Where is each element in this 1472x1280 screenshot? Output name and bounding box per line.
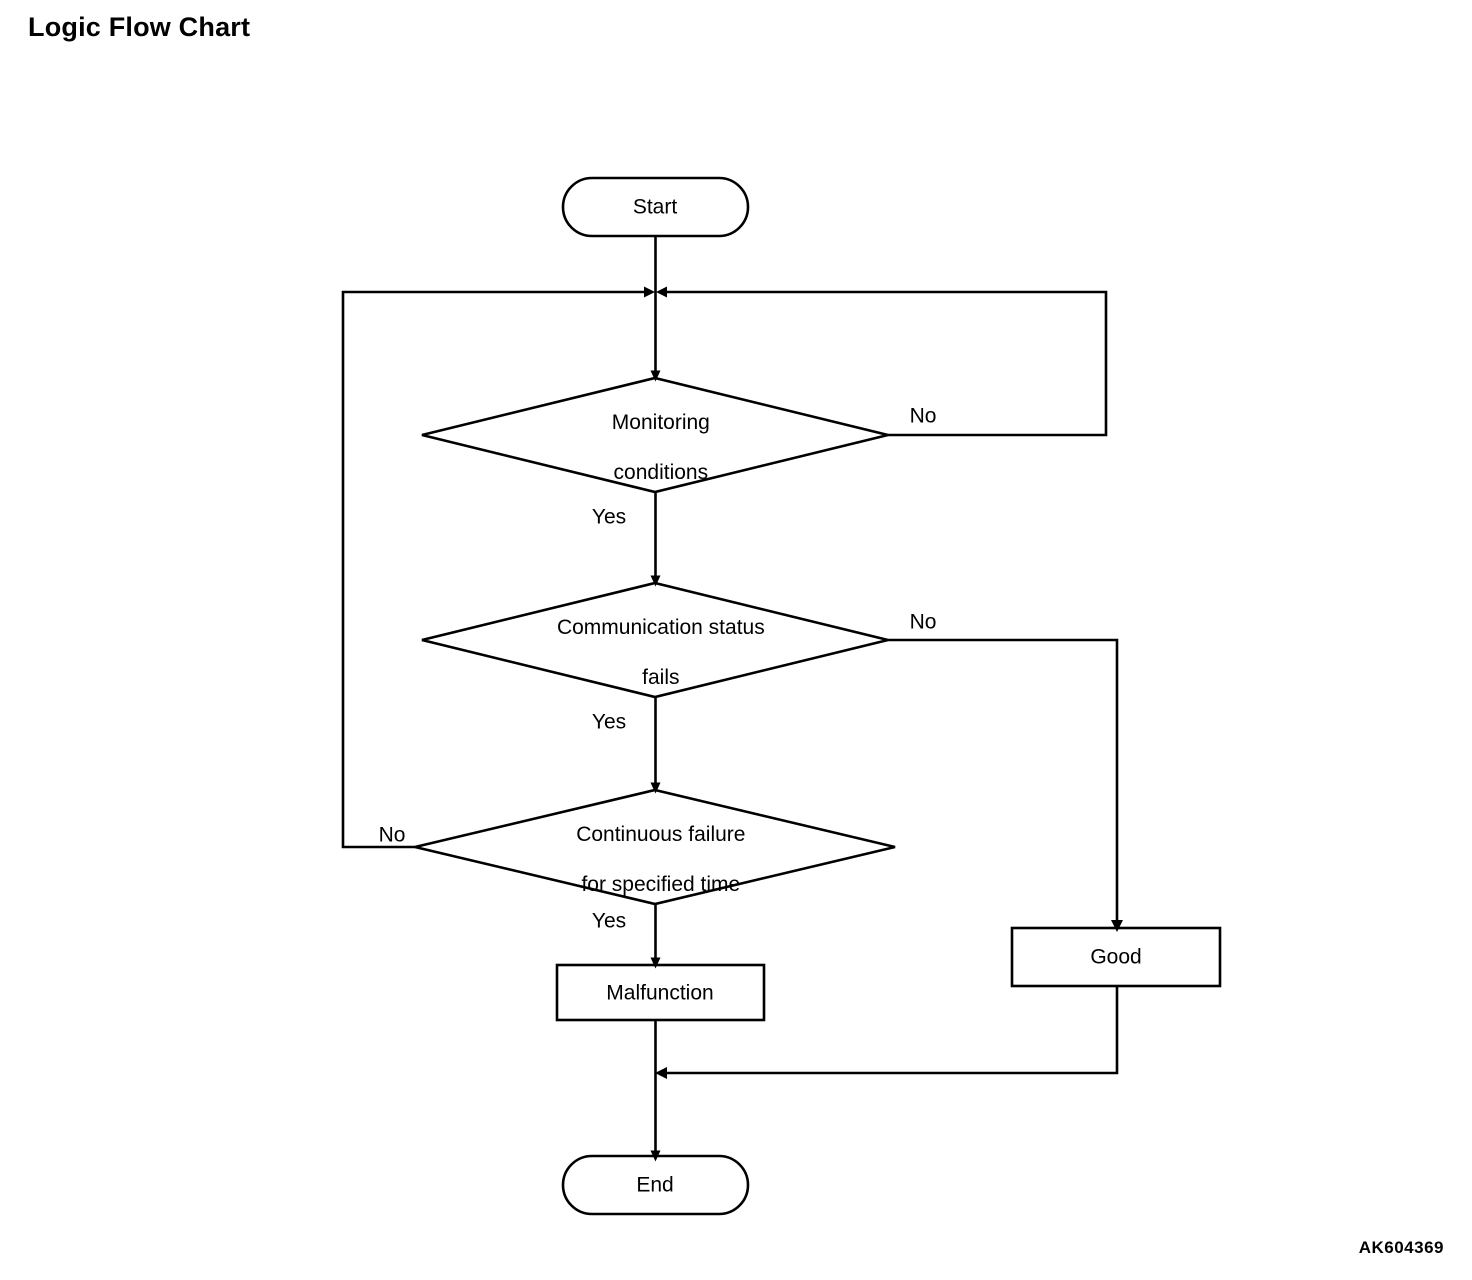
edge-good-to-end (666, 986, 1119, 1075)
edge-continuous-no-feedback (341, 290, 645, 849)
node-end-shape[interactable] (561, 1154, 750, 1216)
arrowhead-right-loop (656, 286, 667, 298)
edge-monitoring-no-feedback (666, 290, 1108, 437)
arrowhead-good-merge (655, 1067, 667, 1079)
node-start-shape[interactable] (561, 176, 750, 238)
footer-reference-code: AK604369 (1358, 1238, 1444, 1257)
arrowhead-to-good (1111, 920, 1123, 932)
node-continuous-failure-shape[interactable] (414, 788, 896, 906)
node-good-shape[interactable] (1010, 926, 1222, 988)
node-communication-status-fails-shape[interactable] (421, 581, 889, 699)
node-monitoring-conditions-shape[interactable] (421, 376, 889, 494)
arrowhead-left-loop (644, 286, 655, 298)
node-malfunction-shape[interactable] (555, 963, 766, 1022)
page-title: Logic Flow Chart (28, 12, 251, 42)
edge-comm-no-to-good (888, 638, 1119, 921)
